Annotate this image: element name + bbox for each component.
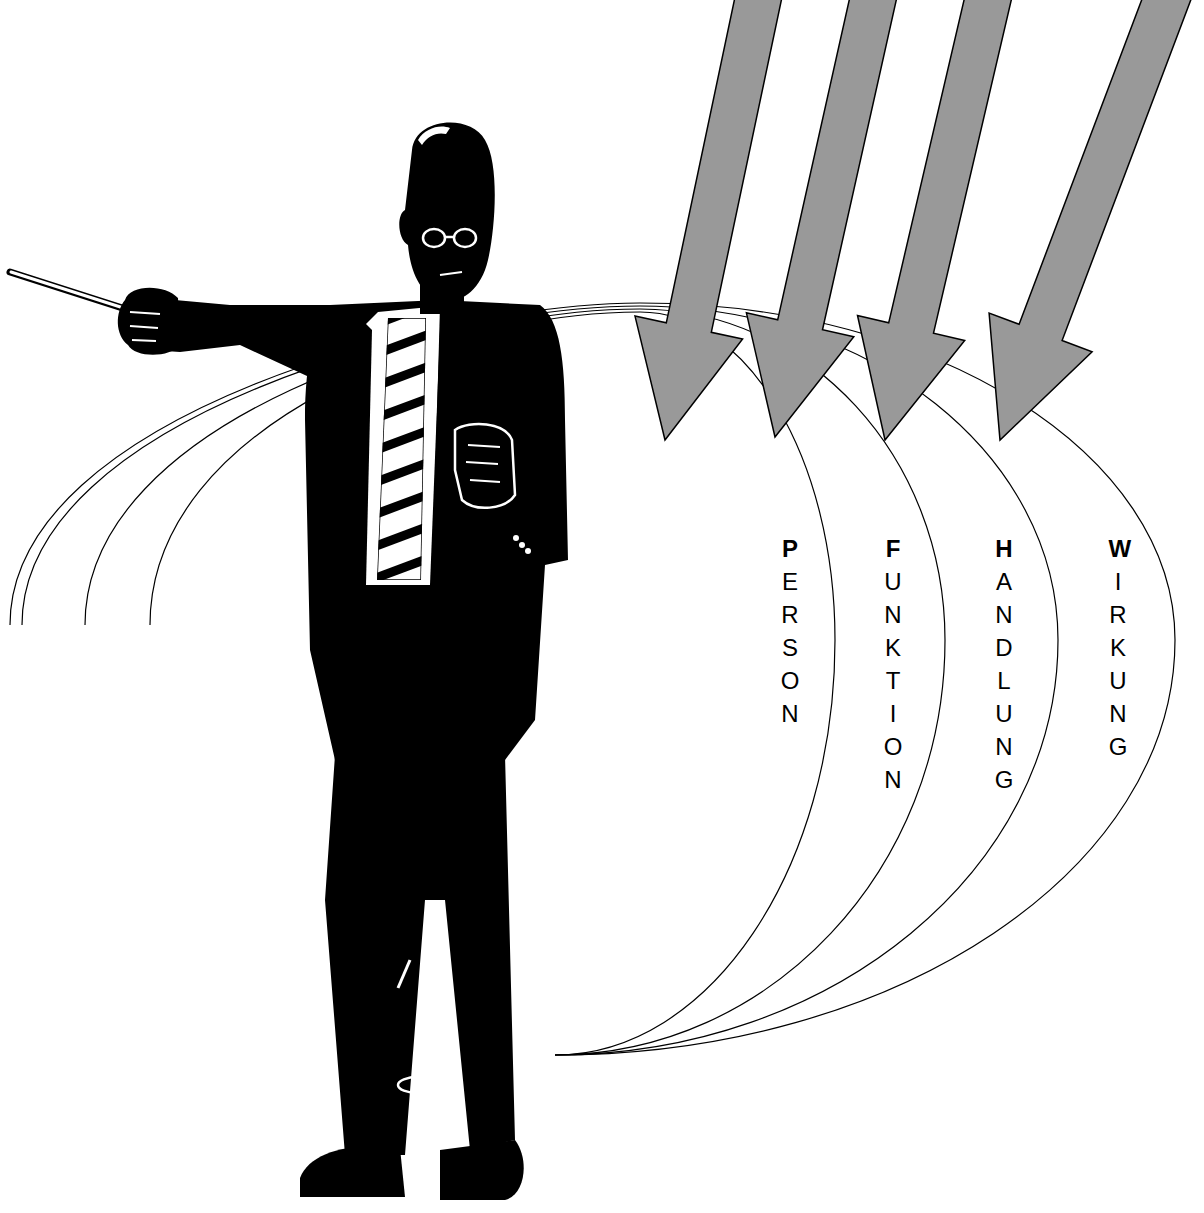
block-arrow	[989, 0, 1191, 440]
hand	[455, 424, 515, 508]
crease-line	[398, 960, 410, 988]
cuff-buttons	[513, 535, 531, 554]
baton	[10, 272, 138, 313]
glasses	[423, 229, 476, 247]
hair-highlight	[418, 127, 450, 146]
finger-line	[130, 312, 160, 341]
baton	[11, 272, 136, 312]
trouser-highlight	[398, 1077, 438, 1093]
shoe	[300, 1146, 405, 1197]
vertical-label: FUNKTION	[883, 532, 902, 796]
vertical-label: HANDLUNG	[994, 532, 1013, 796]
trousers	[325, 755, 515, 1155]
finger-line	[466, 445, 500, 482]
vertical-label: PERSON	[780, 532, 799, 730]
tie	[360, 300, 440, 584]
shoe	[440, 1140, 524, 1200]
hand	[118, 288, 180, 355]
vertical-label: WIRKUNG	[1108, 532, 1127, 763]
conductor-figure	[10, 123, 568, 1200]
mouth-line	[440, 272, 462, 275]
arrow-group	[635, 0, 1192, 440]
lapel	[352, 318, 372, 585]
head	[399, 123, 495, 302]
block-arrow	[858, 0, 1013, 440]
jacket	[305, 300, 568, 760]
shirt	[360, 306, 440, 585]
